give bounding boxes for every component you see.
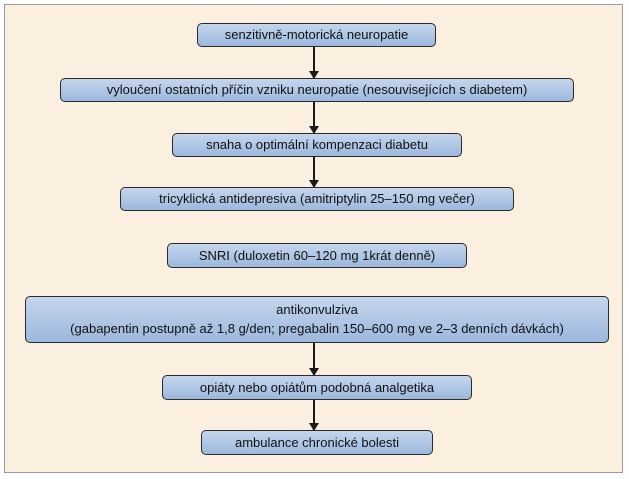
step-tricyclic-antidepressants: tricyklická antidepresiva (amitriptylin … [120, 187, 514, 211]
step-label: senzitivně-motorická neuropatie [224, 27, 409, 42]
step-label: snaha o optimální kompenzaci diabetu [206, 137, 428, 152]
step-label: SNRI (duloxetin 60–120 mg 1krát denně) [198, 247, 436, 263]
step-snri: SNRI (duloxetin 60–120 mg 1krát denně) [167, 243, 467, 268]
step-label: vyloučení ostatních příčin vzniku neurop… [106, 82, 528, 97]
step-label: opiáty nebo opiátům podobná analgetika [199, 379, 435, 395]
flow-arrow [309, 47, 319, 79]
flow-arrow [309, 102, 319, 134]
step-label: tricyklická antidepresiva (amitriptylin … [159, 191, 475, 206]
step-label-title: antikonvulziva [276, 302, 358, 317]
step-diabetes-compensation: snaha o optimální kompenzaci diabetu [172, 133, 462, 157]
step-anticonvulsants: antikonvulziva (gabapentin postupně až 1… [25, 296, 609, 343]
step-sensorimotor-neuropathy: senzitivně-motorická neuropatie [197, 23, 436, 47]
step-chronic-pain-clinic: ambulance chronické bolesti [201, 430, 433, 455]
step-label-detail: (gabapentin postupně až 1,8 g/den; prega… [70, 321, 564, 336]
flow-arrow [309, 157, 319, 188]
step-opiates: opiáty nebo opiátům podobná analgetika [162, 375, 472, 400]
step-exclude-other-causes: vyloučení ostatních příčin vzniku neurop… [60, 78, 574, 102]
step-label: ambulance chronické bolesti [234, 434, 400, 450]
flow-arrow [309, 343, 319, 376]
flow-arrow [309, 400, 319, 431]
